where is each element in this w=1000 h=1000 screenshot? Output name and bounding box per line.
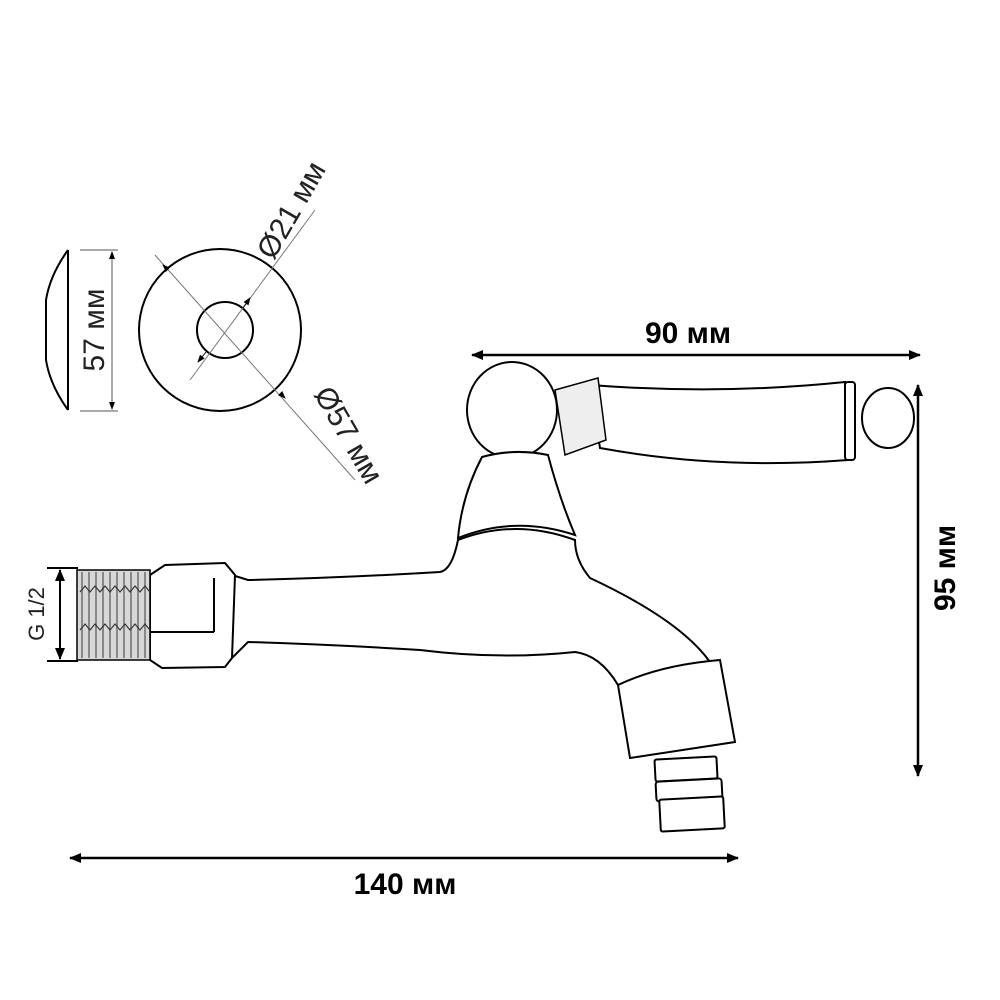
hex-nut	[149, 561, 237, 670]
rosette-height-dimension	[80, 249, 118, 412]
height-label: 95 мм	[929, 525, 962, 611]
thread-dimension	[47, 567, 78, 662]
thread-label: G 1/2	[24, 587, 49, 641]
faucet-handle	[466, 361, 915, 465]
outer-diameter-label: Ø57 мм	[307, 381, 389, 490]
length-label: 140 мм	[354, 868, 457, 901]
rosette-side-profile	[45, 249, 69, 411]
spout	[616, 658, 737, 833]
rosette-front-view	[138, 248, 302, 412]
faucet-body	[231, 528, 712, 687]
rosette-height-label: 57 мм	[78, 289, 111, 372]
inner-diameter-label: Ø21 мм	[251, 156, 333, 265]
rosette-diameter-lines	[154, 209, 356, 481]
thread-section	[76, 569, 151, 661]
faucet-collar	[456, 450, 577, 540]
handle-width-label: 90 мм	[645, 317, 731, 350]
